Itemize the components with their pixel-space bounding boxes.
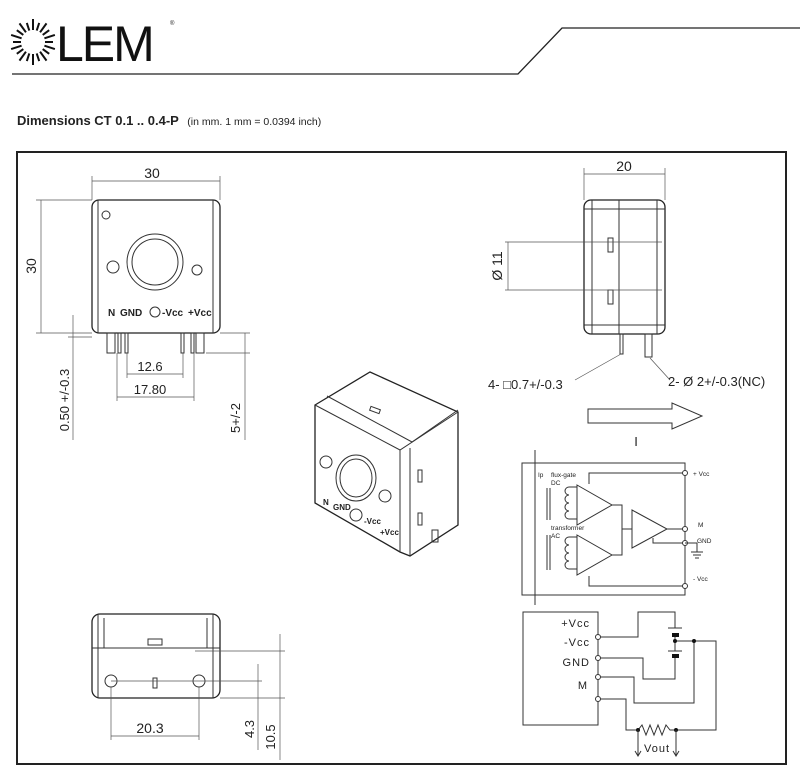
pin-length-dimension: 5+/-2 [228, 403, 243, 433]
inner-pin-spacing: 12.6 [137, 359, 162, 374]
pin-label-n: N [108, 308, 115, 319]
sunburst-ray [39, 51, 48, 62]
title-note: (in mm. 1 mm = 0.0394 inch) [187, 116, 321, 128]
sunburst-icon [10, 19, 56, 65]
pin-label-neg-vcc: -Vcc [162, 308, 184, 319]
iso-label-n: N [323, 498, 329, 507]
page-title: Dimensions CT 0.1 .. 0.4-P (in mm. 1 mm … [17, 112, 321, 129]
hole-spacing-dimension: 20.3 [136, 720, 163, 736]
sunburst-ray [42, 29, 50, 36]
sunburst-ray [18, 22, 27, 33]
conn-label-m: M [578, 680, 587, 692]
lem-logo: LEM ® [10, 16, 175, 72]
sunburst-ray [35, 22, 41, 31]
sunburst-ray [39, 22, 48, 33]
conn-label-gnd: GND [563, 657, 590, 669]
sunburst-ray [18, 51, 27, 62]
block-diagram: Ip flux-gate DC transformer AC + Vcc M G… [521, 450, 712, 605]
aperture-dimension: Ø 11 [489, 251, 505, 281]
ip-label: Ip [538, 472, 544, 479]
title-bold: Dimensions CT 0.1 .. 0.4-P [17, 113, 179, 128]
depth-dimension: 20 [616, 158, 632, 174]
side-view: 20 Ø 11 4- □0.7+/-0.3 2- Ø 2+/-0.3(NC) I [488, 158, 765, 449]
sunburst-ray [16, 29, 24, 36]
front-view: N GND -Vcc +Vcc 30 30 0.50 +/-0.3 12.6 1… [23, 165, 250, 440]
current-label: I [634, 434, 638, 449]
height-dimension: 30 [23, 258, 39, 274]
outer-pin-spacing: 17.80 [134, 382, 167, 397]
conn-label-neg-vcc: -Vcc [564, 637, 590, 649]
terminal-neg-vcc: - Vcc [693, 576, 709, 583]
conn-label-pos-vcc: +Vcc [561, 618, 590, 630]
header-rule [12, 27, 800, 75]
iso-label-neg-vcc: -Vcc [364, 517, 381, 526]
vout-label: Vout [644, 743, 670, 755]
terminal-gnd: GND [697, 538, 712, 545]
sunburst-ray [35, 53, 41, 62]
sunburst-ray [25, 22, 31, 31]
pin-offset-dimension: 0.50 +/-0.3 [57, 369, 72, 432]
pin-label-gnd: GND [120, 308, 142, 319]
sunburst-ray [44, 44, 56, 51]
sunburst-ray [44, 33, 56, 40]
sunburst-ray [42, 48, 50, 55]
bottom-view: 20.3 4.3 10.5 [91, 613, 285, 760]
sunburst-ray [10, 44, 22, 51]
round-pin-note: 2- Ø 2+/-0.3(NC) [668, 374, 765, 389]
dimension-10-5: 10.5 [263, 724, 278, 749]
terminal-m: M [698, 522, 703, 529]
isometric-view: N GND -Vcc +Vcc [314, 371, 459, 557]
current-direction-arrow [587, 402, 704, 430]
pin-label-pos-vcc: +Vcc [188, 308, 212, 319]
square-pin-note: 4- □0.7+/-0.3 [488, 377, 563, 392]
registered-mark: ® [170, 20, 175, 27]
drawing-frame [16, 151, 787, 765]
transformer-label: transformer [551, 525, 585, 532]
logo-text: LEM [56, 16, 153, 72]
sunburst-ray [25, 53, 31, 62]
iso-label-pos-vcc: +Vcc [380, 528, 399, 537]
iso-label-gnd: GND [333, 503, 351, 512]
fluxgate-label: flux-gate [551, 472, 576, 479]
dc-label: DC [551, 480, 561, 487]
sunburst-ray [16, 48, 24, 55]
width-dimension: 30 [144, 165, 160, 181]
connection-diagram: +Vcc -Vcc GND M Vout [522, 611, 717, 757]
dimension-4-3: 4.3 [242, 720, 257, 738]
sunburst-ray [10, 33, 22, 40]
terminal-pos-vcc: + Vcc [693, 471, 710, 478]
ac-label: AC [551, 533, 560, 540]
